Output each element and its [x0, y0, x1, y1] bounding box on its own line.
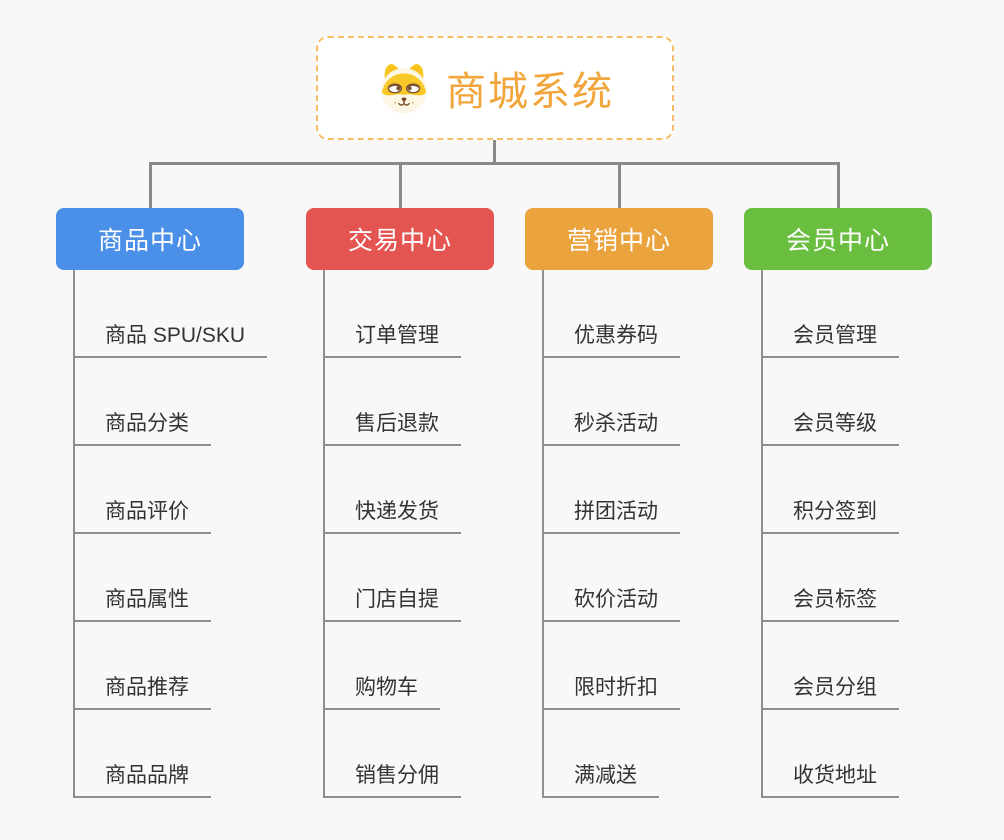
drop-line-product	[149, 162, 152, 209]
branch-node-product-center[interactable]: 商品中心	[56, 208, 244, 270]
shiba-dog-icon	[381, 63, 427, 114]
leaf-node[interactable]: 积分签到	[763, 495, 899, 534]
branch-node-marketing-center[interactable]: 营销中心	[525, 208, 713, 270]
leaf-node[interactable]: 快递发货	[325, 495, 461, 534]
root-node[interactable]: 商城系统	[316, 36, 674, 140]
leaf-node[interactable]: 会员分组	[763, 671, 899, 710]
leaf-node[interactable]: 商品分类	[75, 407, 211, 446]
branch-node-member-center[interactable]: 会员中心	[744, 208, 932, 270]
leaf-node[interactable]: 门店自提	[325, 583, 461, 622]
branch-node-trade-center[interactable]: 交易中心	[306, 208, 494, 270]
leaf-node[interactable]: 砍价活动	[544, 583, 680, 622]
root-stem-line	[493, 140, 496, 164]
leaf-node[interactable]: 商品 SPU/SKU	[75, 319, 268, 358]
leaf-node[interactable]: 商品推荐	[75, 671, 211, 710]
leaf-node[interactable]: 商品属性	[75, 583, 211, 622]
leaf-node[interactable]: 会员标签	[763, 583, 899, 622]
leaf-node[interactable]: 销售分佣	[325, 759, 461, 798]
branch-items-product: 商品 SPU/SKU 商品分类 商品评价 商品属性 商品推荐 商品品牌	[73, 270, 268, 798]
branch-items-marketing: 优惠券码 秒杀活动 拼团活动 砍价活动 限时折扣 满减送	[542, 270, 680, 798]
drop-line-trade	[399, 162, 402, 209]
drop-line-marketing	[618, 162, 621, 209]
branch-items-trade: 订单管理 售后退款 快递发货 门店自提 购物车 销售分佣	[323, 270, 461, 798]
leaf-node[interactable]: 收货地址	[763, 759, 899, 798]
leaf-node[interactable]: 限时折扣	[544, 671, 680, 710]
leaf-node[interactable]: 会员等级	[763, 407, 899, 446]
leaf-node[interactable]: 拼团活动	[544, 495, 680, 534]
leaf-node[interactable]: 购物车	[325, 671, 440, 710]
leaf-node[interactable]: 秒杀活动	[544, 407, 680, 446]
leaf-node[interactable]: 售后退款	[325, 407, 461, 446]
root-title: 商城系统	[446, 70, 614, 114]
branch-items-member: 会员管理 会员等级 积分签到 会员标签 会员分组 收货地址	[761, 270, 899, 798]
leaf-node[interactable]: 商品评价	[75, 495, 211, 534]
leaf-node[interactable]: 会员管理	[763, 319, 899, 358]
leaf-node[interactable]: 订单管理	[325, 319, 461, 358]
leaf-node[interactable]: 满减送	[544, 759, 659, 798]
leaf-node[interactable]: 优惠券码	[544, 319, 680, 358]
drop-line-member	[837, 162, 840, 209]
leaf-node[interactable]: 商品品牌	[75, 759, 211, 798]
branch-bus-line	[149, 162, 840, 165]
